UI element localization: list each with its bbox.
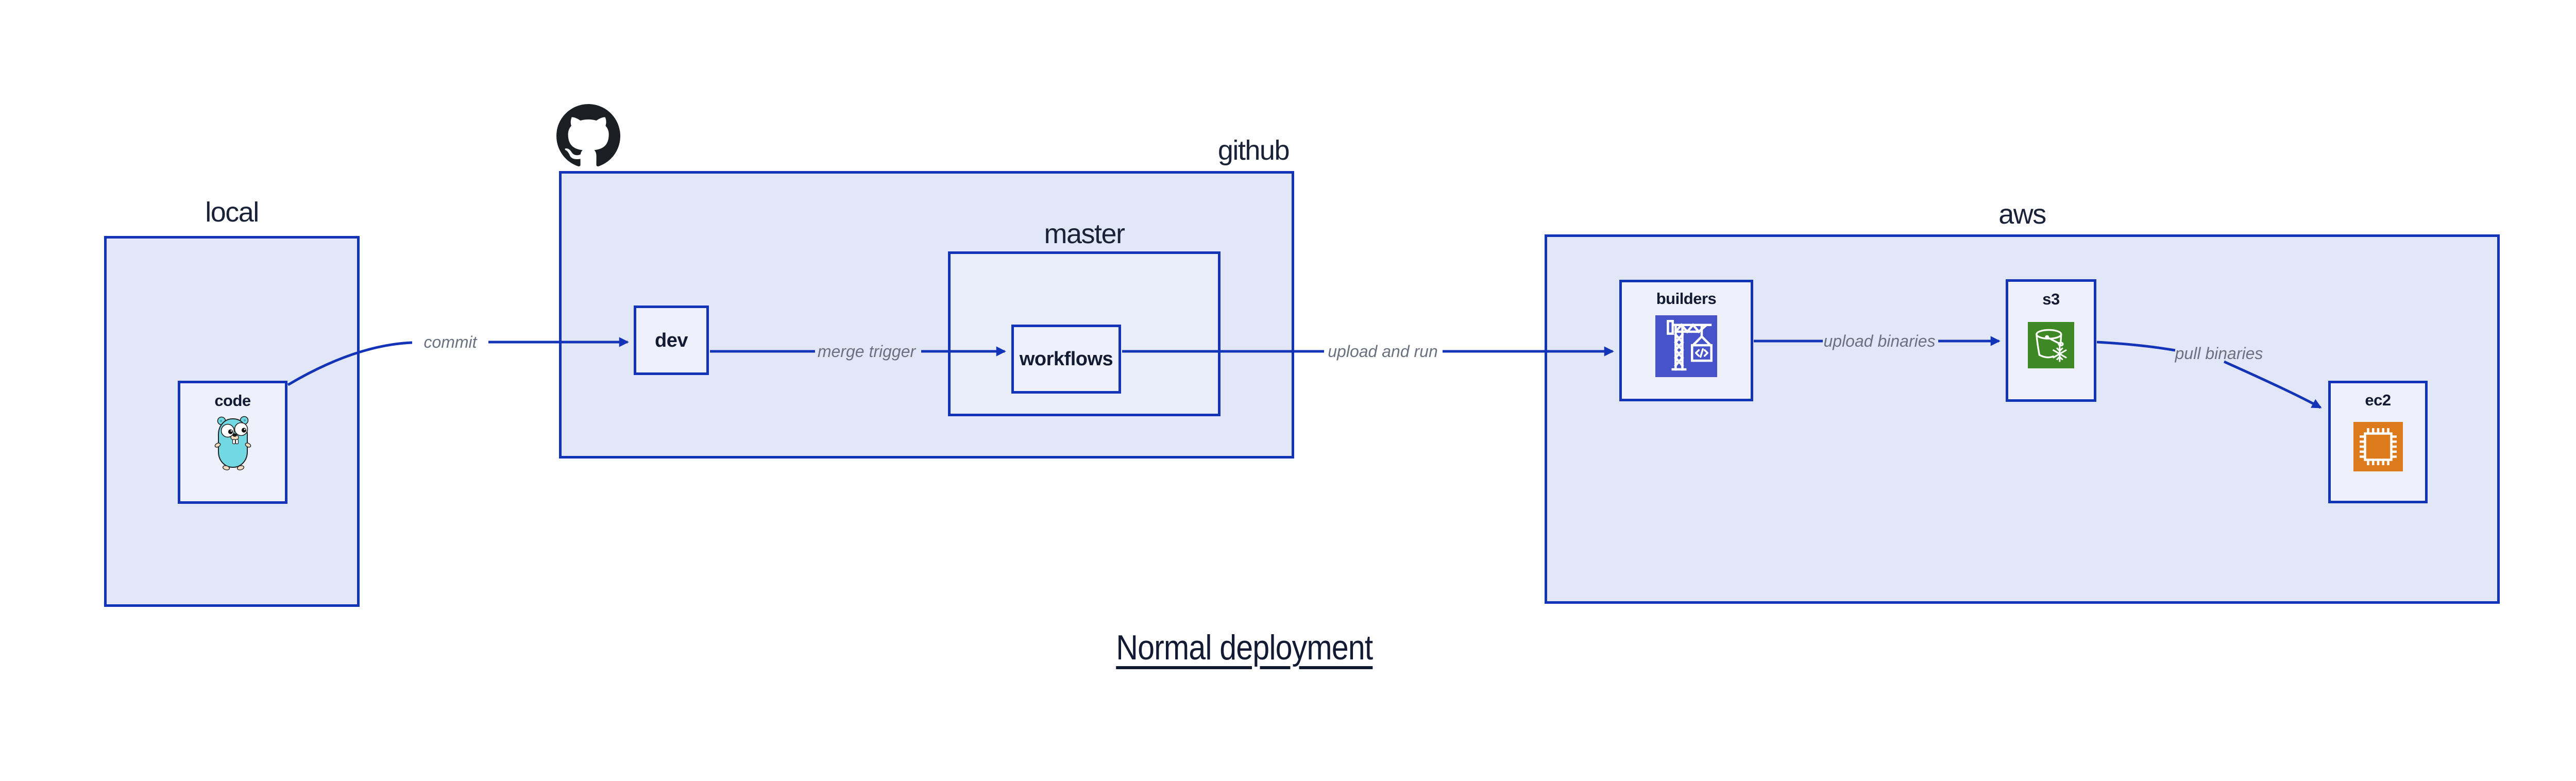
node-s3-label: s3 bbox=[2042, 290, 2060, 308]
node-workflows: workflows bbox=[1011, 325, 1121, 394]
edge-label-commit: commit bbox=[423, 333, 477, 351]
node-ec2: ec2 bbox=[2328, 381, 2428, 503]
node-s3: s3 bbox=[2006, 279, 2096, 402]
diagram-title: Normal deployment bbox=[1090, 627, 1399, 668]
node-dev-label: dev bbox=[655, 329, 688, 351]
group-label-github: github bbox=[1217, 135, 1290, 166]
edge-label-merge-trigger: merge trigger bbox=[817, 342, 916, 361]
edge-label-upload-and-run: upload and run bbox=[1328, 342, 1438, 361]
node-code-label: code bbox=[214, 392, 251, 410]
github-octocat-icon bbox=[556, 104, 620, 166]
edge-pull-binaries-line-end bbox=[2223, 360, 2322, 409]
diagram-title-text: Normal deployment bbox=[1115, 628, 1373, 667]
edge-label-upload-binaries: upload binaries bbox=[1823, 332, 1936, 350]
group-label-local: local bbox=[205, 197, 259, 228]
node-workflows-label: workflows bbox=[1019, 348, 1113, 370]
node-builders-label: builders bbox=[1656, 290, 1717, 308]
group-label-aws: aws bbox=[1998, 199, 2046, 230]
node-ec2-label: ec2 bbox=[2365, 391, 2391, 409]
edge-label-pull-binaries: pull binaries bbox=[2175, 344, 2263, 363]
codebuild-crane-icon bbox=[1655, 315, 1717, 377]
edge-commit-line-start bbox=[287, 341, 413, 386]
node-dev: dev bbox=[634, 305, 709, 375]
s3-glacier-bucket-icon bbox=[2028, 322, 2074, 368]
group-label-master: master bbox=[1044, 218, 1125, 249]
node-builders: builders bbox=[1619, 280, 1753, 401]
go-gopher-icon bbox=[214, 416, 251, 470]
node-code: code bbox=[178, 381, 287, 504]
edge-pull-binaries-line-start bbox=[2096, 341, 2176, 352]
ec2-chip-icon bbox=[2353, 422, 2403, 471]
